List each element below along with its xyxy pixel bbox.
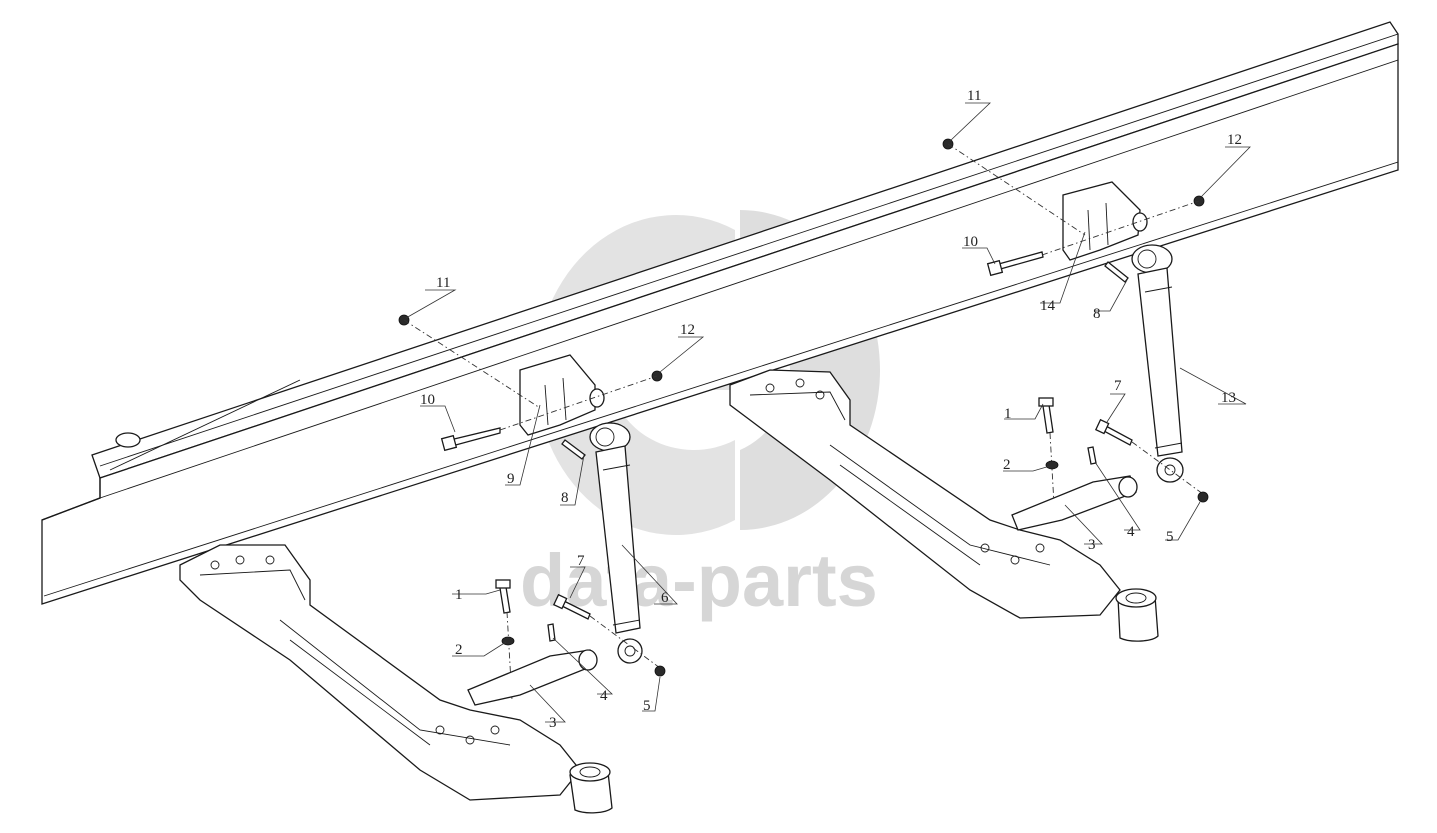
shock-absorber-6 bbox=[589, 422, 643, 664]
callout-11: 11 bbox=[967, 88, 981, 104]
callout-3: 3 bbox=[1088, 537, 1096, 553]
callout-10: 10 bbox=[420, 392, 435, 408]
callout-8: 8 bbox=[1093, 306, 1101, 322]
callout-10: 10 bbox=[963, 234, 978, 250]
callout-14: 14 bbox=[1040, 298, 1056, 314]
callout-6: 6 bbox=[661, 590, 669, 606]
callout-7: 7 bbox=[577, 553, 585, 569]
callout-1: 1 bbox=[1004, 406, 1012, 422]
bolt-10-front bbox=[440, 427, 501, 452]
callouts-front-left: 11 10 12 9 8 6 7 1 2 3 4 5 bbox=[420, 275, 695, 731]
callout-13: 13 bbox=[1221, 390, 1236, 406]
callout-2: 2 bbox=[1003, 457, 1011, 473]
callout-11: 11 bbox=[436, 275, 450, 291]
frame-rail bbox=[41, 21, 1399, 605]
callouts-rear-right: 11 10 12 14 8 13 7 1 2 3 4 5 bbox=[963, 88, 1242, 553]
callout-5: 5 bbox=[643, 698, 651, 714]
shock-absorber-13 bbox=[1131, 244, 1184, 483]
shock-assembly-rear bbox=[942, 138, 1209, 531]
callout-12: 12 bbox=[680, 322, 695, 338]
callout-9: 9 bbox=[507, 471, 515, 487]
callout-8: 8 bbox=[561, 490, 569, 506]
callout-12: 12 bbox=[1227, 132, 1242, 148]
callout-5: 5 bbox=[1166, 529, 1174, 545]
callout-2: 2 bbox=[455, 642, 463, 658]
leader-lines bbox=[405, 102, 1251, 723]
axle-beam-front bbox=[179, 544, 613, 814]
callout-3: 3 bbox=[549, 715, 557, 731]
callout-4: 4 bbox=[600, 688, 608, 704]
axle-beam-rear bbox=[729, 369, 1159, 642]
callout-7: 7 bbox=[1114, 378, 1122, 394]
callout-1: 1 bbox=[455, 587, 463, 603]
shock-assembly-front bbox=[398, 314, 666, 706]
callout-4: 4 bbox=[1127, 524, 1135, 540]
